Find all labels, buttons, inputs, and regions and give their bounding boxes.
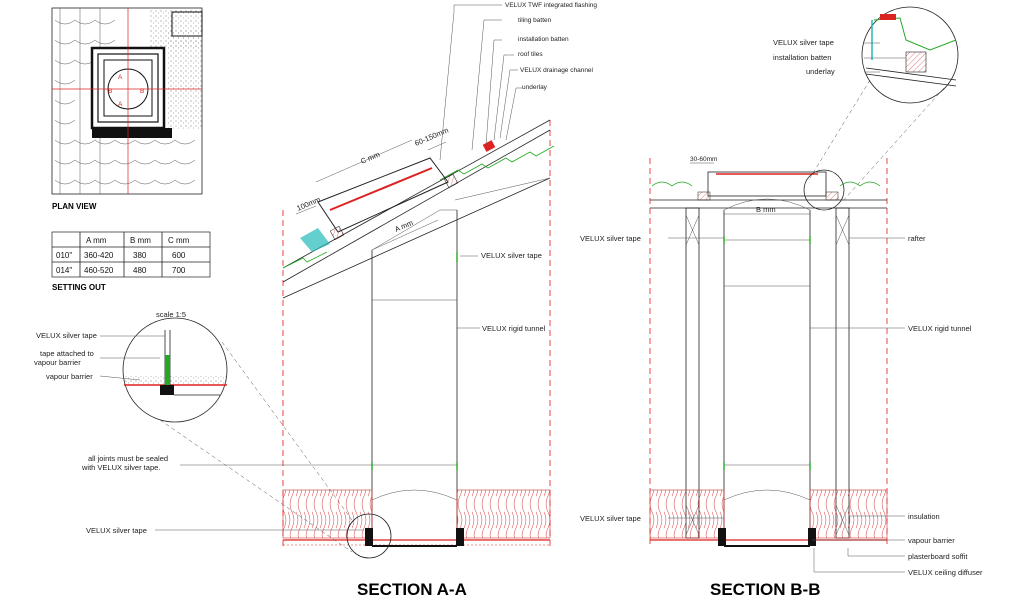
label-drainage-channel: VELUX drainage channel xyxy=(520,67,594,74)
plan-mark-a-top: A xyxy=(118,74,123,81)
plan-view-title: PLAN VIEW xyxy=(52,202,97,211)
label-bb-detail-silver-tape: VELUX silver tape xyxy=(773,38,834,47)
label-twf-flashing: VELUX TWF integrated flashing xyxy=(505,2,597,9)
plan-view: A A B B xyxy=(51,7,203,195)
label-vapour-barrier-detail: vapour barrier xyxy=(46,372,93,381)
dim-60-150: 60-150mm xyxy=(413,126,450,148)
label-rigid-tunnel-aa: VELUX rigid tunnel xyxy=(482,324,546,333)
setting-out-table: A mm B mm C mm 010" 360-420 380 600 014"… xyxy=(51,231,211,278)
table-cell: 600 xyxy=(172,251,186,260)
label-tiling-batten: tiling batten xyxy=(518,17,552,24)
label-bb-installation-batten: installation batten xyxy=(773,53,831,62)
section-a-a-title: SECTION A-A xyxy=(357,580,467,599)
label-joints-1: all joints must be sealed xyxy=(88,454,168,463)
table-cell: 460-520 xyxy=(84,266,114,275)
table-cell: 700 xyxy=(172,266,186,275)
section-b-b-title: SECTION B-B xyxy=(710,580,821,599)
label-joints-2: with VELUX silver tape. xyxy=(81,463,160,472)
label-bb-rigid-tunnel: VELUX rigid tunnel xyxy=(908,324,972,333)
table-cell: 380 xyxy=(133,251,147,260)
table-header-a: A mm xyxy=(86,236,107,245)
table-cell: 014" xyxy=(56,266,72,275)
table-cell: 010" xyxy=(56,251,72,260)
table-header-b: B mm xyxy=(130,236,151,245)
table-cell: 360-420 xyxy=(84,251,114,260)
label-underlay-aa: underlay xyxy=(522,84,548,91)
plan-mark-b-left: B xyxy=(108,88,112,95)
label-ceiling-diffuser: VELUX ceiling diffuser xyxy=(908,568,983,577)
table-cell: 480 xyxy=(133,266,147,275)
label-bb-vapour-barrier: vapour barrier xyxy=(908,536,955,545)
dim-c: C mm xyxy=(359,150,381,166)
label-silver-tape-aa-top: VELUX silver tape xyxy=(481,251,542,260)
label-silver-tape-aa-bottom: VELUX silver tape xyxy=(86,526,147,535)
dim-100: 100mm xyxy=(295,195,322,213)
label-insulation: insulation xyxy=(908,512,940,521)
label-roof-tiles: roof tiles xyxy=(518,51,543,58)
label-bb-silver-tape-bottom: VELUX silver tape xyxy=(580,514,641,523)
plan-mark-a-bottom: A xyxy=(118,101,123,108)
dim-b: B mm xyxy=(756,205,776,214)
section-a-a: C mm 60-150mm 100mm A mm xyxy=(99,4,555,559)
label-rafter: rafter xyxy=(908,234,926,243)
label-installation-batten: installation batten xyxy=(518,36,569,43)
label-tape-attached-2: vapour barrier xyxy=(34,358,81,367)
table-header-c: C mm xyxy=(168,236,190,245)
dim-30-60: 30-60mm xyxy=(690,156,717,163)
label-bb-underlay: underlay xyxy=(806,67,835,76)
label-bb-silver-tape-top: VELUX silver tape xyxy=(580,234,641,243)
section-b-b xyxy=(649,6,959,573)
setting-out-title: SETTING OUT xyxy=(52,283,106,292)
plan-mark-b-right: B xyxy=(140,88,144,95)
label-plasterboard: plasterboard soffit xyxy=(908,552,968,561)
label-detail-silver-tape: VELUX silver tape xyxy=(36,331,97,340)
label-tape-attached-1: tape attached to xyxy=(40,349,94,358)
label-scale: scale 1:5 xyxy=(156,310,186,319)
